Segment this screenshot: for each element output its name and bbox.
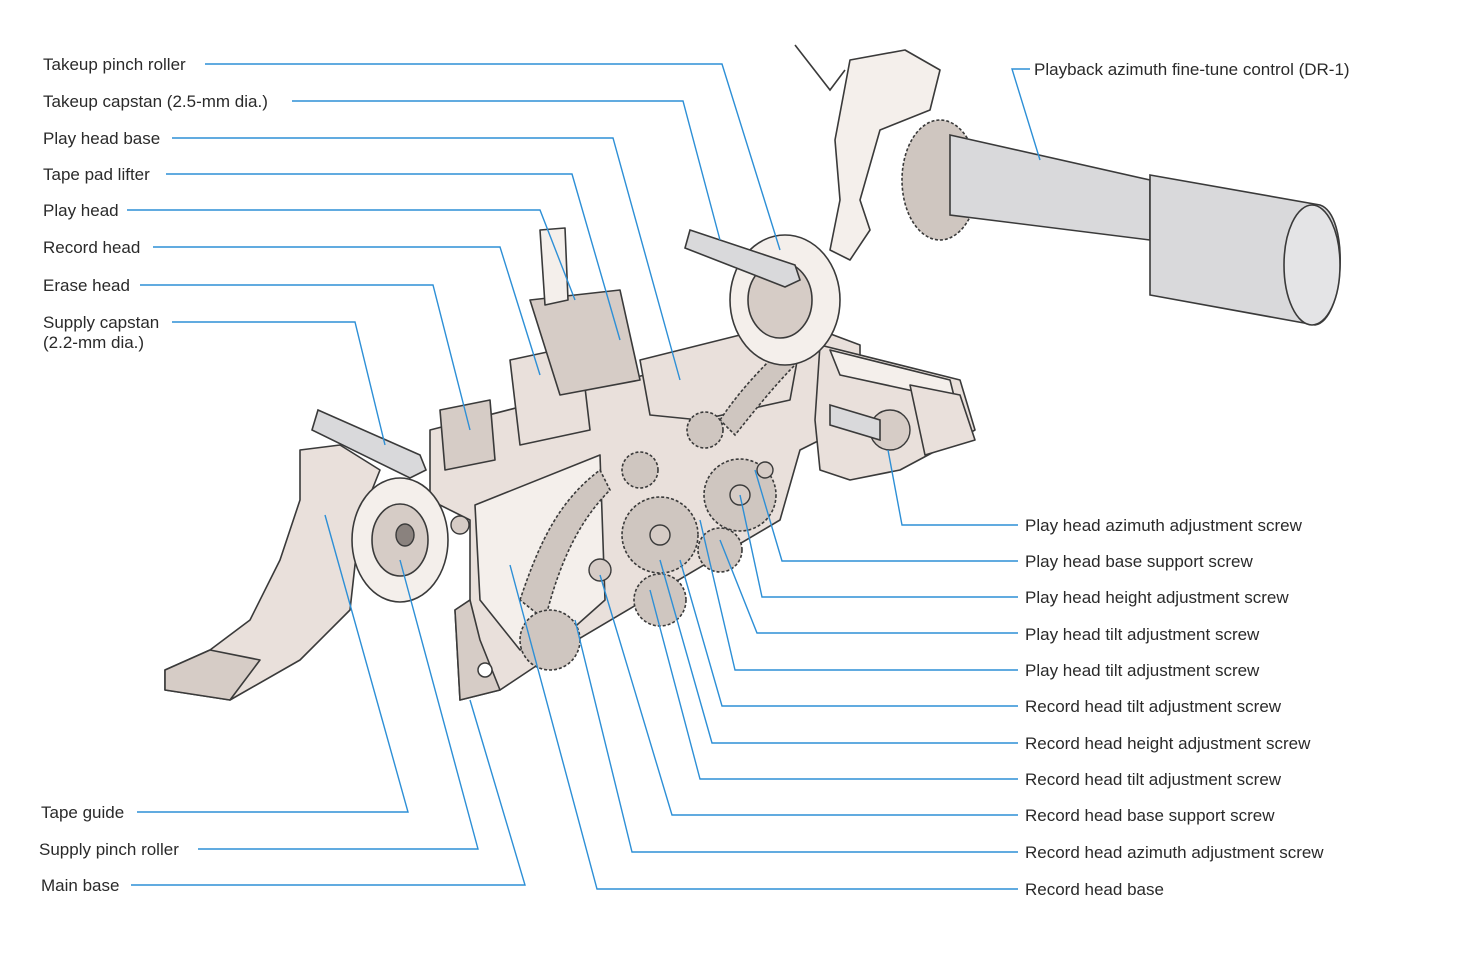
- label-record-head-tilt-screw-2: Record head tilt adjustment screw: [1025, 770, 1282, 789]
- label-erase-head: Erase head: [43, 276, 130, 295]
- label-play-head-base-support-screw: Play head base support screw: [1025, 552, 1253, 571]
- gear-5: [519, 609, 581, 671]
- label-takeup-capstan: Takeup capstan (2.5-mm dia.): [43, 92, 268, 111]
- label-supply-capstan-dia: (2.2-mm dia.): [43, 333, 144, 352]
- label-supply-pinch-roller: Supply pinch roller: [39, 840, 179, 859]
- label-play-head-height-screw: Play head height adjustment screw: [1025, 588, 1289, 607]
- drive-belt-left: [519, 468, 611, 622]
- label-play-head-base: Play head base: [43, 129, 160, 148]
- fine-tune-knob-face: [1283, 204, 1341, 326]
- screws: [450, 409, 911, 582]
- left-labels: Takeup pinch roller Takeup capstan (2.5-…: [39, 55, 268, 895]
- label-tape-guide: Tape guide: [41, 803, 124, 822]
- leader-lines: [127, 63, 1041, 890]
- right-labels: Play head azimuth adjustment screw Play …: [1025, 516, 1324, 899]
- erase-head-shape: [439, 399, 496, 471]
- label-record-head-base-support-screw: Record head base support screw: [1025, 806, 1275, 825]
- gear-4: [697, 527, 743, 573]
- gear-6: [621, 451, 659, 489]
- head-block-drawing: [164, 44, 1341, 701]
- label-play-head-azimuth-screw: Play head azimuth adjustment screw: [1025, 516, 1303, 535]
- label-record-head-height-screw: Record head height adjustment screw: [1025, 734, 1311, 753]
- label-record-head-tilt-screw-1: Record head tilt adjustment screw: [1025, 697, 1282, 716]
- supply-pinch-arm-foot: [164, 649, 261, 701]
- takeup-capstan-shape: [684, 228, 801, 288]
- play-azimuth-screw-shaft: [829, 403, 881, 442]
- drive-belt-right: [718, 348, 797, 437]
- gear-3: [633, 573, 687, 627]
- label-record-head: Record head: [43, 238, 140, 257]
- fine-tune-shaft: [949, 134, 1151, 241]
- mount-hole: [477, 662, 493, 678]
- supply-pinch-roller-axle: [395, 523, 415, 547]
- label-play-head-tilt-screw-2: Play head tilt adjustment screw: [1025, 661, 1260, 680]
- spring: [794, 44, 846, 92]
- label-supply-capstan: Supply capstan: [43, 313, 159, 332]
- gear-7: [686, 411, 724, 449]
- label-record-head-base: Record head base: [1025, 880, 1164, 899]
- label-main-base: Main base: [41, 876, 119, 895]
- takeup-pinch-arm: [829, 49, 941, 261]
- label-record-head-azimuth-screw: Record head azimuth adjustment screw: [1025, 843, 1324, 862]
- play-azimuth-block: [909, 384, 976, 456]
- label-play-head: Play head: [43, 201, 119, 220]
- tape-pad-lifter-shape: [539, 227, 569, 306]
- label-tape-pad-lifter: Tape pad lifter: [43, 165, 150, 184]
- supply-capstan-shape: [311, 408, 428, 479]
- label-play-head-tilt-screw-1: Play head tilt adjustment screw: [1025, 625, 1260, 644]
- label-playback-azimuth-fine-tune: Playback azimuth fine-tune control (DR-1…: [1034, 60, 1350, 79]
- label-takeup-pinch-roller: Takeup pinch roller: [43, 55, 186, 74]
